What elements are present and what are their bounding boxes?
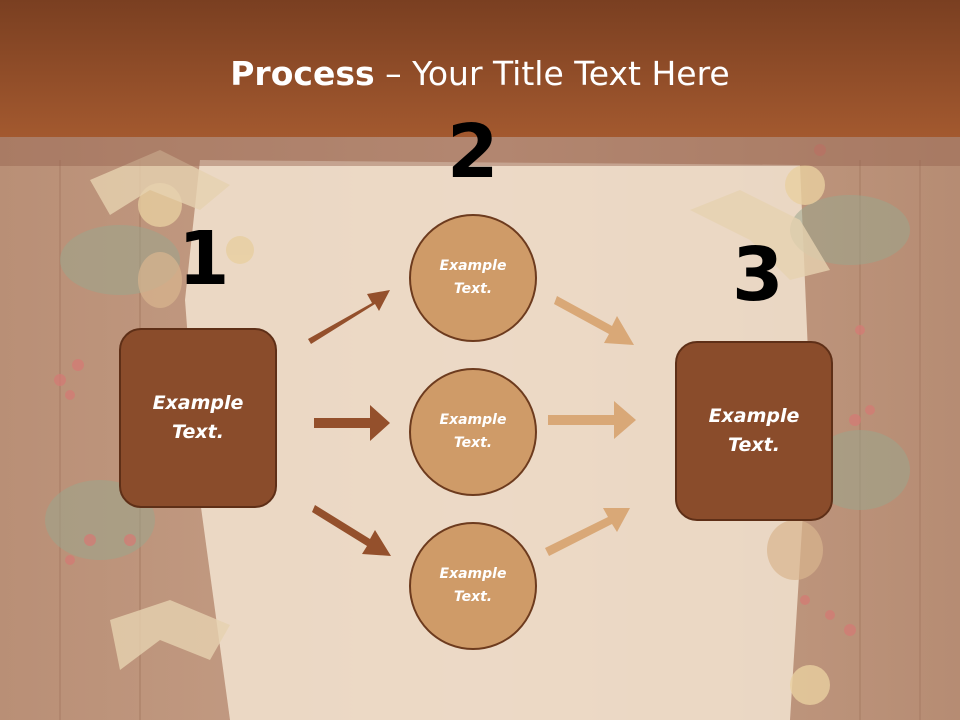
ribbon-bow-decoration [90,150,830,670]
middle-circle-bottom-text: Example Text. [439,566,507,605]
title-regular-part: – Your Title Text Here [374,54,730,93]
step-number-1: 1 [178,216,230,302]
title-header-bar [0,0,960,137]
middle-circle-bottom: Example Text. [409,522,537,650]
middle-circle-center: Example Text. [409,368,537,496]
step-number-2: 2 [447,109,499,195]
end-box: Example Text. [675,341,833,521]
arrow-circle-a-to-box3 [554,296,634,345]
middle-circle-center-text: Example Text. [439,412,507,451]
title-bold-part: Process [230,54,375,93]
arrow-box1-to-circle-a [308,290,390,344]
middle-circle-top: Example Text. [409,214,537,342]
arrow-box1-to-circle-b [314,405,390,441]
start-box: Example Text. [119,328,277,508]
pine-cone-decoration [138,252,823,580]
arrow-box1-to-circle-c [312,505,391,556]
start-box-text: Example Text. [152,392,244,443]
end-box-text: Example Text. [708,405,800,456]
header-translucent-band [0,137,960,166]
red-berries-decoration [54,144,875,636]
middle-circle-top-text: Example Text. [439,258,507,297]
step-number-3: 3 [732,232,784,318]
arrow-circle-b-to-box3 [548,401,636,439]
slide-title: Process – Your Title Text Here [0,54,960,93]
arrow-circle-c-to-box3 [545,508,630,556]
